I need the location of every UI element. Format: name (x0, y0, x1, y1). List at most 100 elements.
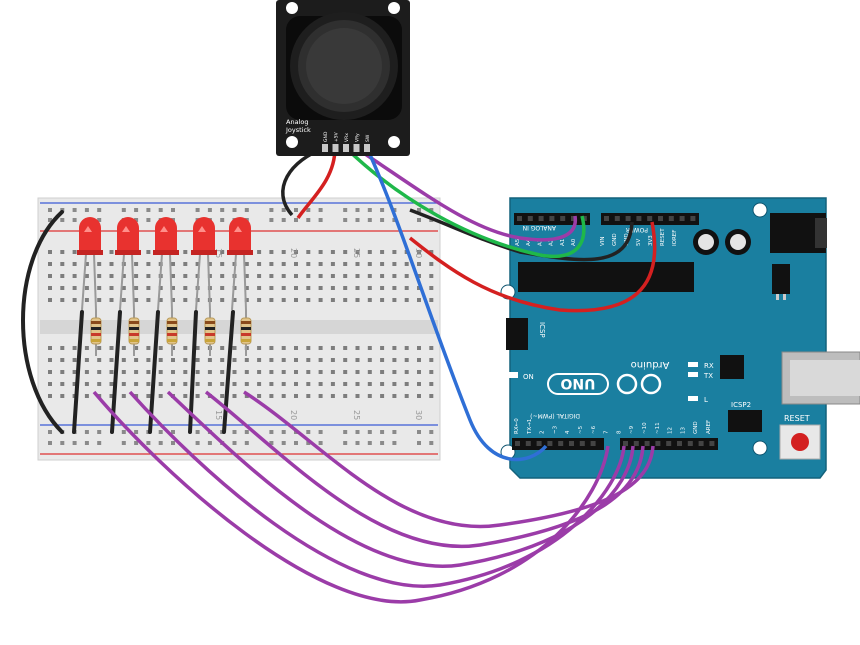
terminal-hole (257, 262, 262, 266)
terminal-hole (146, 394, 151, 398)
terminal-hole (404, 274, 409, 278)
terminal-hole (121, 394, 126, 398)
l-label: L (704, 396, 708, 404)
rail-hole (380, 218, 385, 222)
header-pin (644, 441, 650, 446)
terminal-hole (244, 358, 249, 362)
led-lead (119, 253, 125, 311)
signal-wire-led2 (128, 390, 626, 588)
terminal-hole (404, 370, 409, 374)
rail-hole (60, 218, 65, 222)
rail-hole (367, 430, 372, 434)
terminal-hole (318, 346, 323, 350)
terminal-hole (134, 346, 139, 350)
terminal-hole (318, 370, 323, 374)
rail-hole (294, 208, 298, 212)
terminal-hole (220, 358, 225, 362)
rail-hole (84, 208, 89, 212)
terminal-hole (281, 346, 286, 350)
terminal-hole (294, 274, 298, 278)
terminal-hole (367, 382, 372, 386)
led-lead (207, 253, 211, 311)
terminal-hole (257, 250, 262, 254)
terminal-hole (281, 286, 286, 290)
resistor-band (91, 333, 101, 336)
rail-hole (392, 441, 397, 445)
terminal-hole (380, 370, 385, 374)
joystick-vrx-wire (344, 146, 586, 259)
terminal-hole (367, 346, 372, 350)
rail-hole (244, 430, 249, 434)
terminal-hole (404, 286, 409, 290)
led-ground-wire (72, 310, 84, 434)
icsp2-header (728, 410, 762, 432)
terminal-hole (257, 394, 262, 398)
terminal-hole (392, 250, 397, 254)
resistor (90, 317, 102, 345)
terminal-hole (171, 262, 175, 266)
terminal-hole (257, 382, 262, 386)
terminal-hole (72, 358, 77, 362)
terminal-hole (171, 286, 175, 290)
led-lead (243, 253, 247, 311)
terminal-hole (367, 370, 372, 374)
resistor-band (129, 339, 139, 342)
rail-hole (417, 441, 421, 445)
led-highlight (160, 226, 168, 232)
terminal-hole (355, 358, 360, 362)
joystick-vry-wire (355, 146, 577, 242)
col-number: 30 (414, 410, 423, 420)
terminal-hole (183, 382, 188, 386)
resistor-band (241, 339, 251, 342)
rail-hole (48, 218, 52, 222)
rail-hole (392, 218, 397, 222)
terminal-hole (355, 286, 360, 290)
rail-hole (417, 208, 421, 212)
reset-button-cap[interactable] (791, 433, 809, 451)
rail-hole (269, 441, 274, 445)
digital-pin-label: ~3 (552, 425, 558, 434)
terminal-hole (392, 286, 397, 290)
terminal-hole (269, 358, 274, 362)
terminal-hole (121, 382, 126, 386)
resistor-band (241, 321, 251, 324)
digital-pin-label: GND (693, 421, 699, 434)
terminal-hole (306, 250, 311, 254)
terminal-hole (48, 394, 52, 398)
terminal-hole (281, 250, 286, 254)
terminal-hole (269, 274, 274, 278)
terminal-hole (355, 370, 360, 374)
rail-hole (171, 430, 175, 434)
terminal-hole (380, 286, 385, 290)
terminal-hole (269, 346, 274, 350)
terminal-hole (392, 298, 397, 302)
digital-pin-label: 13 (680, 427, 686, 434)
resistor-band (129, 327, 139, 330)
rail-hole (355, 430, 360, 434)
terminal-hole (367, 358, 372, 362)
tx-label: TX (703, 372, 713, 380)
terminal-hole (134, 274, 139, 278)
joystick-knob-top[interactable] (306, 28, 382, 104)
terminal-hole (281, 370, 286, 374)
mounting-hole (388, 136, 400, 148)
rail-hole (294, 218, 298, 222)
terminal-hole (220, 250, 225, 254)
digital-label: DIGITAL (PWM~) (530, 412, 580, 419)
terminal-hole (392, 274, 397, 278)
led (155, 217, 177, 254)
terminal-hole (60, 370, 65, 374)
power-pin-label: IOREF (672, 230, 678, 246)
resistor-band (129, 333, 139, 336)
terminal-hole (146, 286, 151, 290)
rail-hole (72, 218, 77, 222)
terminal-hole (380, 298, 385, 302)
terminal-hole (355, 346, 360, 350)
terminal-hole (318, 274, 323, 278)
rail-hole (134, 218, 139, 222)
power-pin-label: VIN (600, 237, 606, 247)
joystick-pin (322, 144, 328, 152)
rail-hole (146, 441, 151, 445)
terminal-hole (158, 286, 163, 290)
